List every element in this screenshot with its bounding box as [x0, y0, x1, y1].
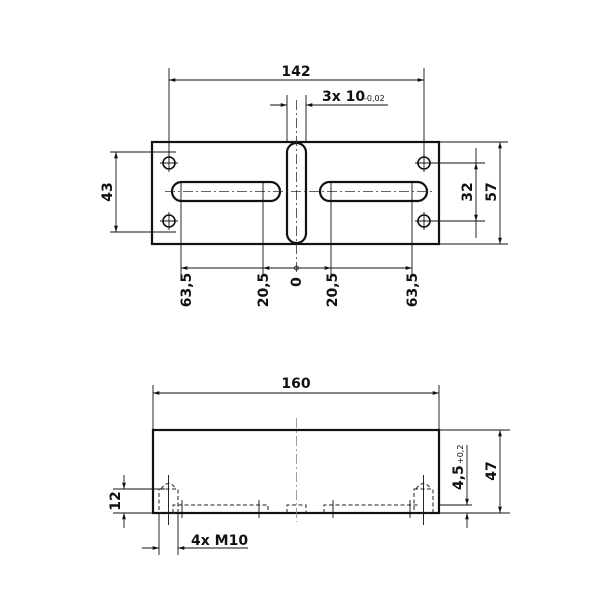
dim-x-left-outer: 63,5: [179, 273, 195, 308]
plate-outline: [150, 140, 441, 246]
dim-32: 32: [460, 182, 476, 201]
dim-x-right-outer: 63,5: [405, 273, 421, 308]
dim-12: 12: [108, 491, 124, 510]
dim-160: 160: [281, 376, 310, 392]
dim-x-right-inner: 20,5: [325, 273, 341, 308]
dim-recess-depth: 4,5: [451, 465, 467, 490]
dim-57: 57: [484, 182, 500, 201]
thread-spec: 4x M10: [191, 533, 248, 549]
dim-recess-tolerance: +0,2: [456, 445, 465, 464]
dim-47: 47: [484, 461, 500, 480]
dim-142: 142: [281, 64, 310, 80]
dim-slot-tolerance: -0,02: [364, 94, 385, 103]
top-view: 142 3x 10 -0,02 43 32 57 63,5 20,5 0 20,…: [100, 64, 508, 307]
dim-x-zero: 0: [289, 277, 305, 287]
dim-43: 43: [100, 182, 116, 201]
dim-slot-width: 3x 10: [322, 89, 365, 105]
block-outline: [151, 428, 441, 515]
threaded-holes: [158, 475, 434, 525]
front-view: 160 47 4,5 +0,2 12 4x M10: [108, 376, 510, 555]
dim-x-left-inner: 20,5: [256, 273, 272, 308]
